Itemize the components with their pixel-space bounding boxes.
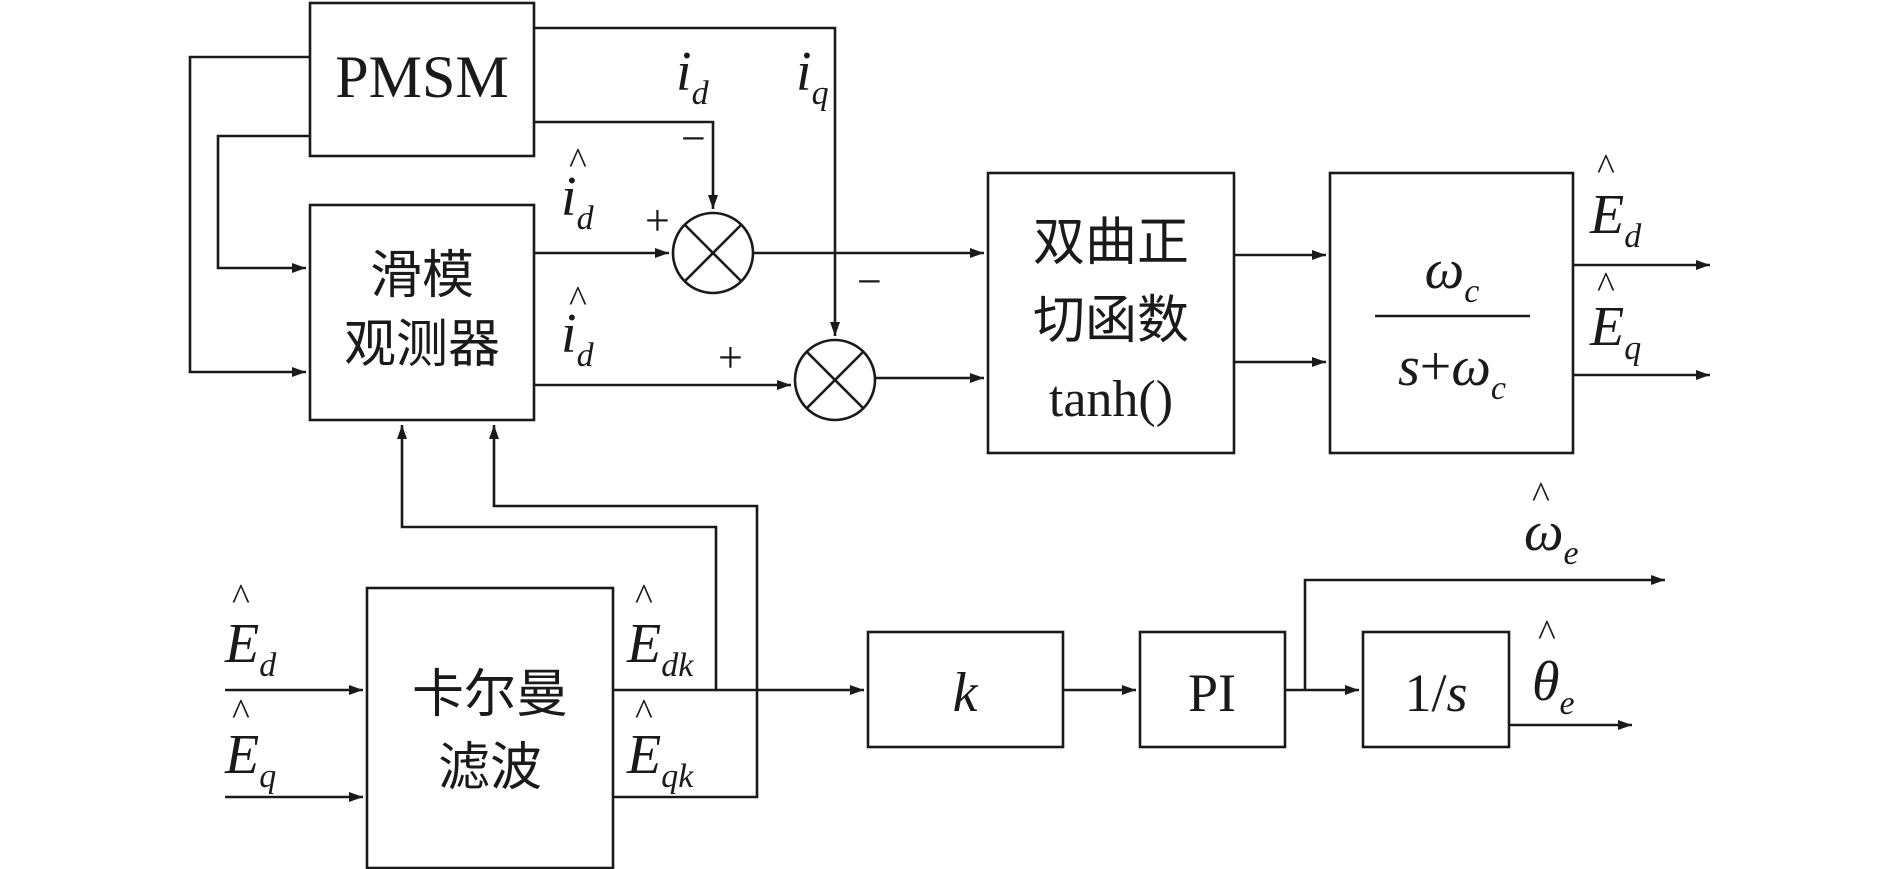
wire-iq	[534, 26, 840, 336]
pmsm-label: PMSM	[335, 44, 508, 110]
svg-text:^: ^	[635, 692, 653, 734]
wire-eqk	[489, 425, 759, 799]
kalman-filter-block: 卡尔曼 滤波	[365, 586, 615, 869]
wire-edk	[397, 425, 718, 692]
svg-text:^: ^	[1597, 265, 1615, 307]
svg-text:^: ^	[232, 577, 250, 619]
label-eqk: ^ Eqk	[626, 692, 694, 795]
svg-text:Ed: Ed	[1589, 184, 1642, 255]
wire-id	[534, 120, 718, 209]
sign-s1-plus: +	[645, 196, 670, 245]
tanh-label-line2: 切函数	[1033, 291, 1189, 351]
svg-text:iq: iq	[796, 41, 829, 112]
pi-controller-block: PI	[1138, 630, 1287, 749]
svg-text:^: ^	[569, 279, 587, 321]
sign-s2-plus: +	[718, 333, 743, 382]
pi-label: PI	[1188, 663, 1236, 723]
summing-junction-2	[793, 338, 877, 422]
svg-text:id: id	[561, 303, 595, 374]
label-ed-out: ^ Ed	[1589, 147, 1642, 255]
label-id: id	[676, 41, 710, 112]
wire-pmsm-to-observer-outer	[188, 55, 310, 377]
integrator-block: 1/s	[1361, 630, 1511, 749]
lpf-numerator: ωc	[1425, 239, 1480, 310]
low-pass-filter-block: ωc s+ωc	[1328, 171, 1575, 455]
svg-text:Eqk: Eqk	[626, 724, 694, 795]
wire-omega-out	[1303, 575, 1665, 690]
label-id-hat-1: ^ id	[561, 141, 595, 237]
kalman-label-line1: 卡尔曼	[412, 665, 568, 725]
label-id-hat-2: ^ id	[561, 279, 595, 374]
svg-text:^: ^	[635, 577, 653, 619]
integrator-label: 1/s	[1404, 663, 1467, 723]
svg-text:ωe: ωe	[1524, 501, 1579, 572]
label-iq: iq	[796, 41, 829, 112]
smo-label-line1: 滑模	[370, 246, 474, 306]
svg-text:id: id	[561, 166, 595, 237]
label-omega-e: ^ ωe	[1524, 475, 1579, 572]
label-eq-in: ^ Eq	[224, 692, 276, 795]
sign-s2-minus: −	[857, 257, 882, 306]
tanh-block: 双曲正 切函数 tanh()	[986, 171, 1236, 455]
svg-text:^: ^	[232, 692, 250, 734]
kalman-label-line2: 滤波	[438, 738, 542, 798]
sign-s1-minus: −	[681, 114, 706, 163]
svg-text:^: ^	[1532, 475, 1550, 517]
tanh-label-line1: 双曲正	[1033, 213, 1189, 273]
wire-pmsm-to-observer-inner	[216, 134, 310, 273]
label-theta-e: ^ θe	[1532, 613, 1575, 722]
svg-text:^: ^	[569, 141, 587, 183]
label-edk: ^ Edk	[626, 577, 694, 684]
label-ed-in: ^ Ed	[224, 577, 277, 684]
svg-text:θe: θe	[1532, 651, 1575, 722]
svg-text:Eq: Eq	[224, 724, 276, 795]
svg-text:Eq: Eq	[1589, 296, 1641, 367]
sliding-mode-observer-block: 滑模 观测器	[308, 203, 536, 422]
gain-k-label: k	[953, 662, 979, 724]
gain-k-block: k	[866, 630, 1065, 749]
svg-text:id: id	[676, 41, 710, 112]
tanh-label-line3: tanh()	[1049, 371, 1173, 428]
svg-text:Edk: Edk	[626, 613, 694, 684]
label-eq-out: ^ Eq	[1589, 265, 1641, 367]
svg-text:^: ^	[1538, 613, 1556, 655]
pmsm-block: PMSM	[308, 1, 536, 158]
summing-junction-1	[671, 211, 755, 295]
svg-text:Ed: Ed	[224, 613, 277, 684]
lpf-denominator: s+ωc	[1398, 336, 1506, 407]
smo-label-line2: 观测器	[344, 315, 500, 375]
svg-text:^: ^	[1597, 147, 1615, 189]
